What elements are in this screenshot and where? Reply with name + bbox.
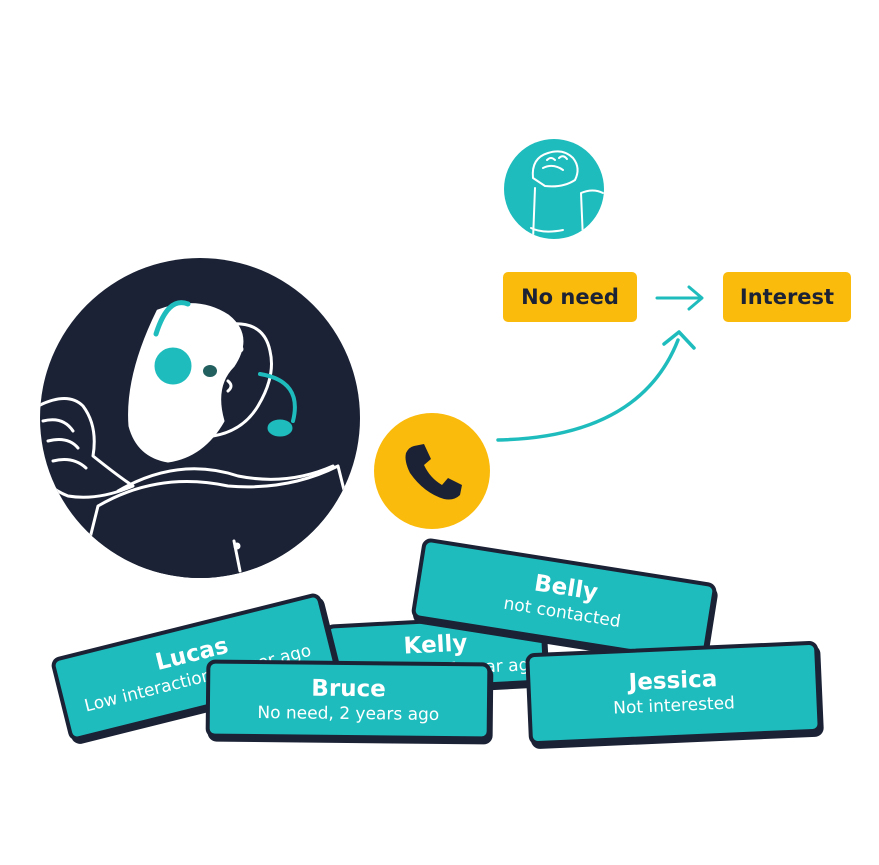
customer-avatar bbox=[504, 139, 604, 239]
curved-arrow-icon bbox=[496, 330, 696, 442]
contact-status: No need, 2 years ago bbox=[257, 703, 440, 725]
contact-name: Bruce bbox=[311, 675, 386, 703]
status-tag-to: Interest bbox=[723, 272, 851, 322]
status-tag-to-label: Interest bbox=[739, 285, 835, 309]
call-button[interactable] bbox=[374, 413, 490, 529]
contact-card-bruce[interactable]: Bruce No need, 2 years ago bbox=[205, 659, 492, 741]
phone-icon bbox=[405, 444, 462, 500]
arrow-right-icon bbox=[655, 285, 704, 311]
status-tag-from-label: No need bbox=[521, 285, 619, 309]
status-tag-from: No need bbox=[503, 272, 637, 322]
contact-card-jessica[interactable]: Jessica Not interested bbox=[525, 640, 822, 746]
agent-avatar bbox=[40, 258, 360, 578]
